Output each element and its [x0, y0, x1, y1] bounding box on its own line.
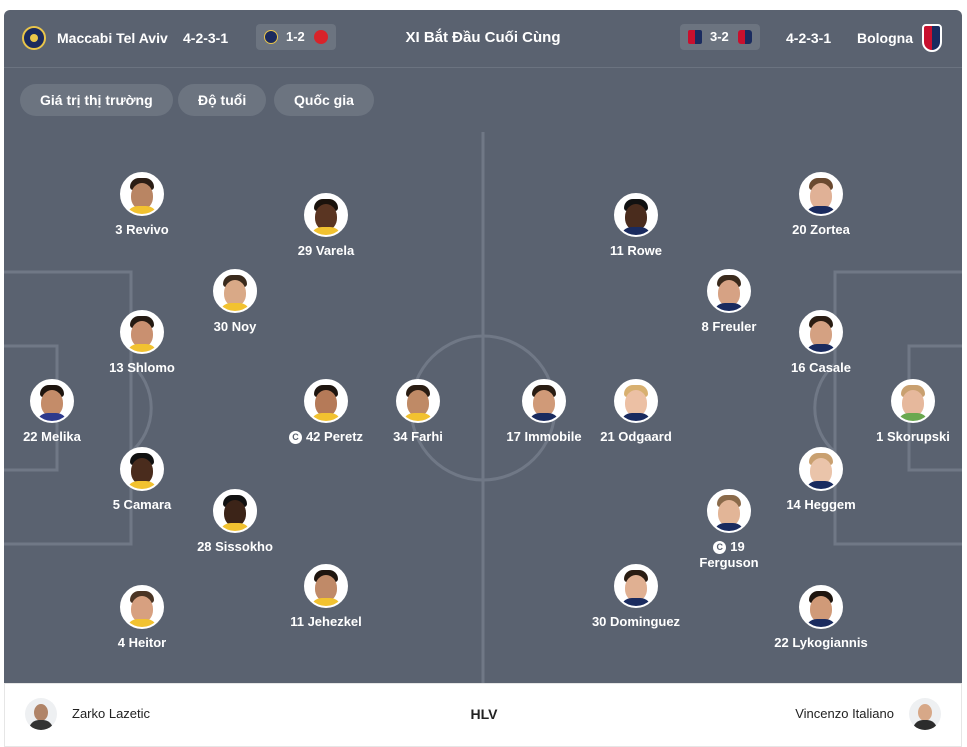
player-label: 22 Melika — [23, 429, 81, 444]
captain-icon: C — [288, 431, 302, 444]
player-immobile[interactable]: 17 Immobile — [469, 379, 619, 445]
away-formation: 4-2-3-1 — [786, 30, 832, 46]
market-value-filter[interactable]: Giá trị thị trường — [20, 84, 173, 116]
maccabi-crest-icon — [264, 30, 278, 44]
player-freuler[interactable]: 8 Freuler — [654, 269, 804, 335]
nationality-filter[interactable]: Quốc gia — [274, 84, 374, 116]
player-camara[interactable]: 5 Camara — [67, 447, 217, 513]
player-dominguez[interactable]: 30 Dominguez — [561, 564, 711, 630]
player-photo — [120, 310, 164, 354]
bologna-crest-icon[interactable] — [922, 24, 942, 52]
player-label: 1 Skorupski — [876, 429, 950, 444]
player-photo — [799, 310, 843, 354]
player-label: 28 Sissokho — [197, 539, 273, 554]
home-coach-avatar[interactable] — [25, 698, 57, 730]
coach-bar: Zarko Lazetic HLV Vincenzo Italiano — [4, 683, 962, 747]
away-coach-avatar[interactable] — [909, 698, 941, 730]
page-title: XI Bắt Đầu Cuối Cùng — [405, 29, 561, 46]
away-recent-score: 3-2 — [710, 29, 729, 44]
player-label: 13 Shlomo — [109, 360, 175, 375]
player-shlomo[interactable]: 13 Shlomo — [67, 310, 217, 376]
player-photo — [120, 172, 164, 216]
age-filter[interactable]: Độ tuổi — [178, 84, 267, 116]
player-jehezkel[interactable]: 11 Jehezkel — [251, 564, 401, 630]
player-photo — [707, 489, 751, 533]
player-odgaard[interactable]: 21 Odgaard — [561, 379, 711, 445]
home-recent-match[interactable]: 1-2 — [256, 24, 336, 50]
player-photo — [799, 447, 843, 491]
player-photo — [707, 269, 751, 313]
player-label: 30 Dominguez — [591, 614, 681, 629]
player-noy[interactable]: 30 Noy — [160, 269, 310, 335]
away-recent-match[interactable]: 3-2 — [680, 24, 760, 50]
player-photo — [396, 379, 440, 423]
player-label: 22 Lykogiannis — [774, 635, 868, 650]
home-team-name[interactable]: Maccabi Tel Aviv — [57, 30, 168, 46]
player-label: 5 Camara — [112, 497, 172, 512]
player-photo — [30, 379, 74, 423]
player-label: 14 Heggem — [786, 497, 856, 512]
player-label: 8 Freuler — [701, 319, 757, 334]
bologna-crest-icon — [738, 30, 752, 44]
genoa-crest-icon — [688, 30, 702, 44]
filter-bar: Giá trị thị trường Độ tuổi Quốc gia — [4, 68, 962, 132]
player-label: 17 Immobile — [506, 429, 582, 444]
player-photo — [799, 585, 843, 629]
player-photo — [120, 585, 164, 629]
player-photo — [304, 564, 348, 608]
maccabi-crest-icon[interactable] — [22, 26, 46, 50]
lineup-header: Maccabi Tel Aviv 4-2-3-1 1-2 XI Bắt Đầu … — [4, 10, 962, 68]
player-label: 30 Noy — [213, 319, 257, 334]
player-photo — [213, 489, 257, 533]
player-label: 11 Jehezkel — [290, 614, 362, 629]
player-lykogiannis[interactable]: 22 Lykogiannis — [746, 585, 896, 651]
player-label: 20 Zortea — [792, 222, 850, 237]
player-photo — [614, 564, 658, 608]
player-photo — [304, 193, 348, 237]
player-revivo[interactable]: 3 Revivo — [67, 172, 217, 238]
player-photo — [891, 379, 935, 423]
player-label: 11 Rowe — [609, 243, 663, 258]
player-photo — [304, 379, 348, 423]
player-heggem[interactable]: 14 Heggem — [746, 447, 896, 513]
captain-icon: C — [713, 541, 727, 554]
player-casale[interactable]: 16 Casale — [746, 310, 896, 376]
player-farhi[interactable]: 34 Farhi — [343, 379, 493, 445]
away-team-name[interactable]: Bologna — [857, 30, 913, 46]
player-photo — [799, 172, 843, 216]
player-skorupski[interactable]: 1 Skorupski — [838, 379, 962, 445]
player-varela[interactable]: 29 Varela — [251, 193, 401, 259]
away-coach-name[interactable]: Vincenzo Italiano — [795, 706, 894, 721]
player-photo — [614, 193, 658, 237]
player-sissokho[interactable]: 28 Sissokho — [160, 489, 310, 555]
pitch: 3 Revivo 29 Varela 30 Noy 13 Shlomo 22 M… — [4, 132, 962, 683]
player-label: 34 Farhi — [393, 429, 443, 444]
hapoel-crest-icon — [314, 30, 328, 44]
player-heitor[interactable]: 4 Heitor — [67, 585, 217, 651]
home-coach-name[interactable]: Zarko Lazetic — [72, 706, 151, 721]
player-label: 4 Heitor — [117, 635, 167, 650]
home-formation: 4-2-3-1 — [183, 30, 229, 46]
player-label: 21 Odgaard — [600, 429, 672, 444]
player-rowe[interactable]: 11 Rowe — [561, 193, 711, 259]
coach-label: HLV — [470, 706, 498, 722]
player-zortea[interactable]: 20 Zortea — [746, 172, 896, 238]
player-melika[interactable]: 22 Melika — [4, 379, 127, 445]
player-photo — [614, 379, 658, 423]
home-recent-score: 1-2 — [286, 29, 305, 44]
lineup-card: Maccabi Tel Aviv 4-2-3-1 1-2 XI Bắt Đầu … — [4, 10, 962, 683]
player-photo — [213, 269, 257, 313]
player-label: 16 Casale — [791, 360, 851, 375]
player-photo — [120, 447, 164, 491]
player-label: 3 Revivo — [115, 222, 169, 237]
player-label: 29 Varela — [297, 243, 355, 258]
player-photo — [522, 379, 566, 423]
